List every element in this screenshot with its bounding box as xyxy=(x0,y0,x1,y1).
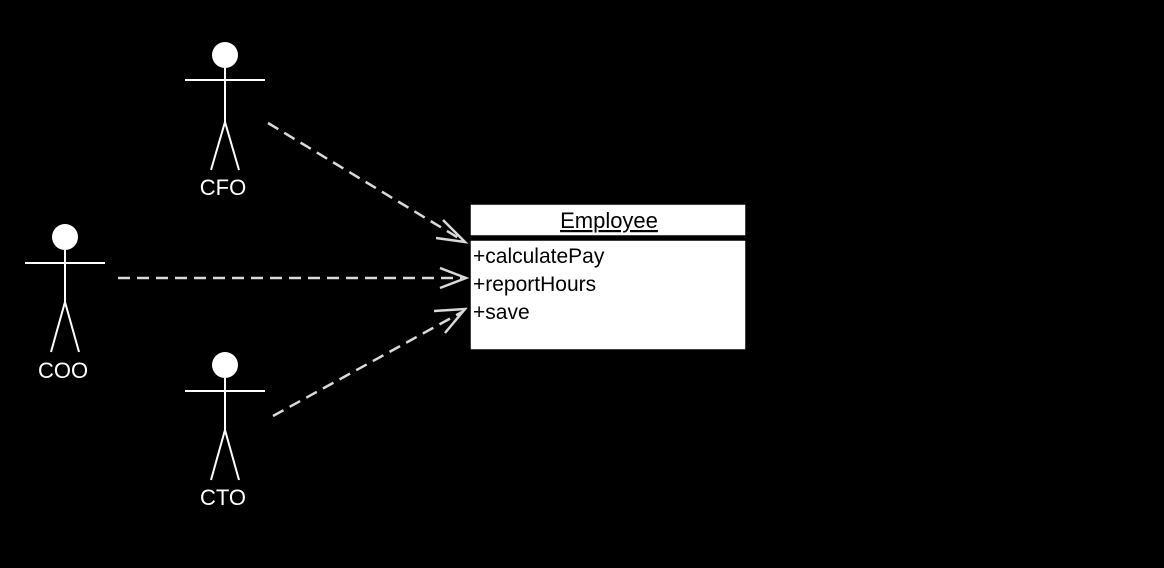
class-name: Employee xyxy=(560,208,658,233)
actor-cto-label: CTO xyxy=(200,485,246,510)
actor-cfo-figure xyxy=(185,42,265,171)
class-operation: +reportHours xyxy=(473,273,596,296)
class-name-compartment xyxy=(469,203,747,237)
actor-coo-label: COO xyxy=(38,358,88,383)
dependency-cto-employee xyxy=(272,307,468,418)
actor-coo-figure xyxy=(25,224,105,353)
dependency-coo-employee xyxy=(118,266,470,290)
actor-cto-figure xyxy=(185,352,265,481)
class-operations-compartment xyxy=(469,239,747,351)
actor-cfo-label: CFO xyxy=(200,175,246,200)
class-employee[interactable]: Employee +calculatePay +reportHours +sav… xyxy=(469,203,747,351)
actor-cto[interactable]: CTO xyxy=(185,352,265,510)
actor-coo[interactable]: COO xyxy=(25,224,105,383)
actor-cfo[interactable]: CFO xyxy=(185,42,265,200)
class-operation: +save xyxy=(473,301,530,324)
dependency-cfo-employee xyxy=(267,121,469,244)
class-operation: +calculatePay xyxy=(473,245,605,268)
